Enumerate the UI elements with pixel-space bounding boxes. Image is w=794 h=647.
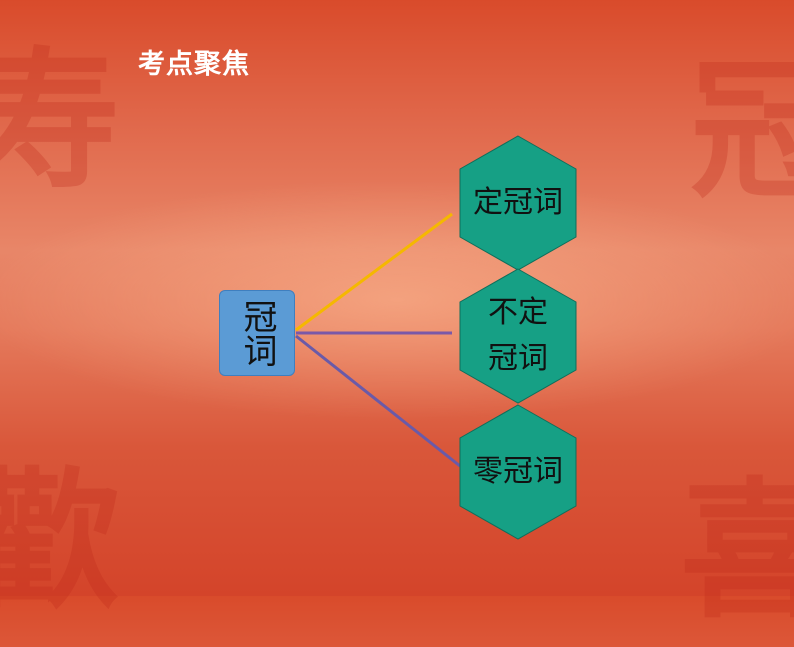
node-label: 不定冠词	[488, 295, 548, 376]
decorative-seal-top-right: 冠	[690, 43, 794, 219]
slide-title: 考点聚焦	[138, 49, 250, 80]
connector-definite	[295, 212, 453, 332]
root-node-label: 冠词	[237, 299, 277, 367]
node-definite-article: 定冠词	[459, 135, 577, 271]
root-node-article: 冠词	[219, 290, 295, 376]
decorative-seal-top-left: 寿	[0, 33, 121, 209]
node-label: 定冠词	[473, 185, 563, 220]
node-indefinite-article: 不定冠词	[459, 268, 577, 404]
connector-lines	[295, 212, 461, 468]
node-label: 零冠词	[473, 454, 563, 489]
connector-zero	[295, 334, 461, 468]
node-zero-article: 零冠词	[459, 404, 577, 540]
